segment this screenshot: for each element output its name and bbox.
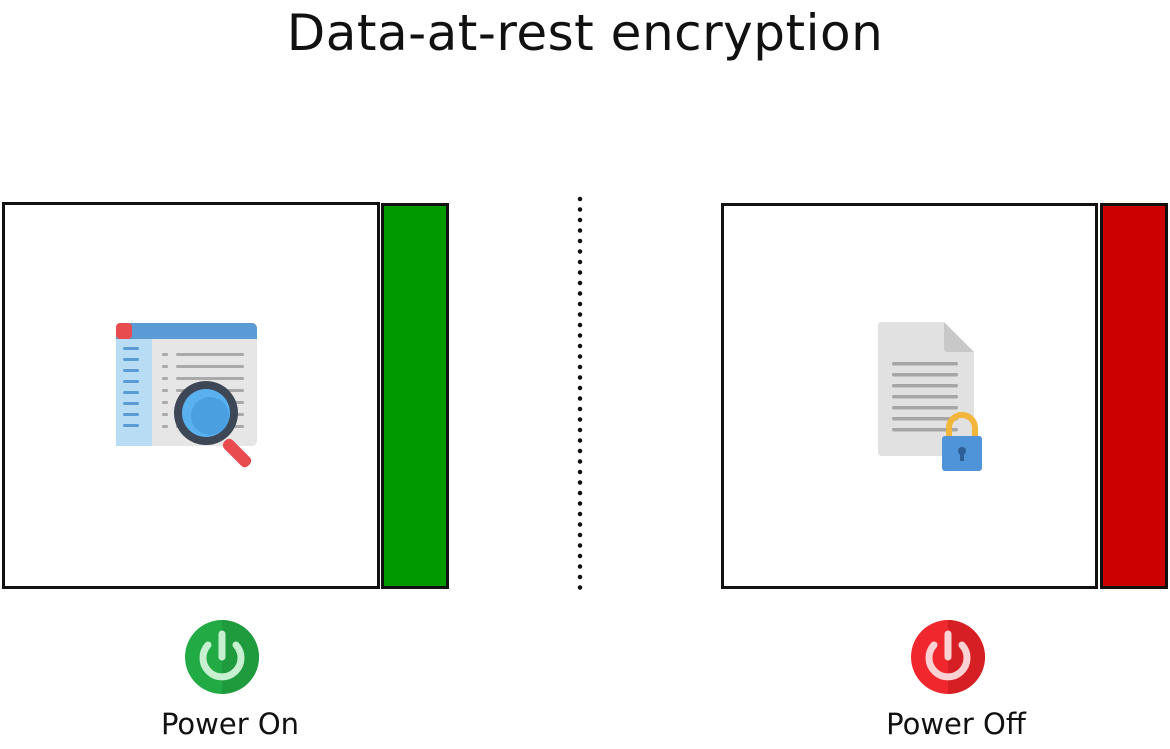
power-off-icon xyxy=(911,620,985,694)
status-bar-on xyxy=(381,203,449,589)
document-search-icon xyxy=(116,323,257,468)
diagram-title: Data-at-rest encryption xyxy=(286,4,884,62)
power-on-caption: Power On xyxy=(160,707,300,741)
power-off-caption: Power Off xyxy=(886,707,1026,741)
status-bar-off xyxy=(1100,203,1168,589)
dotted-divider xyxy=(577,196,583,592)
power-on-icon xyxy=(185,620,259,694)
locked-document-icon xyxy=(878,322,982,471)
